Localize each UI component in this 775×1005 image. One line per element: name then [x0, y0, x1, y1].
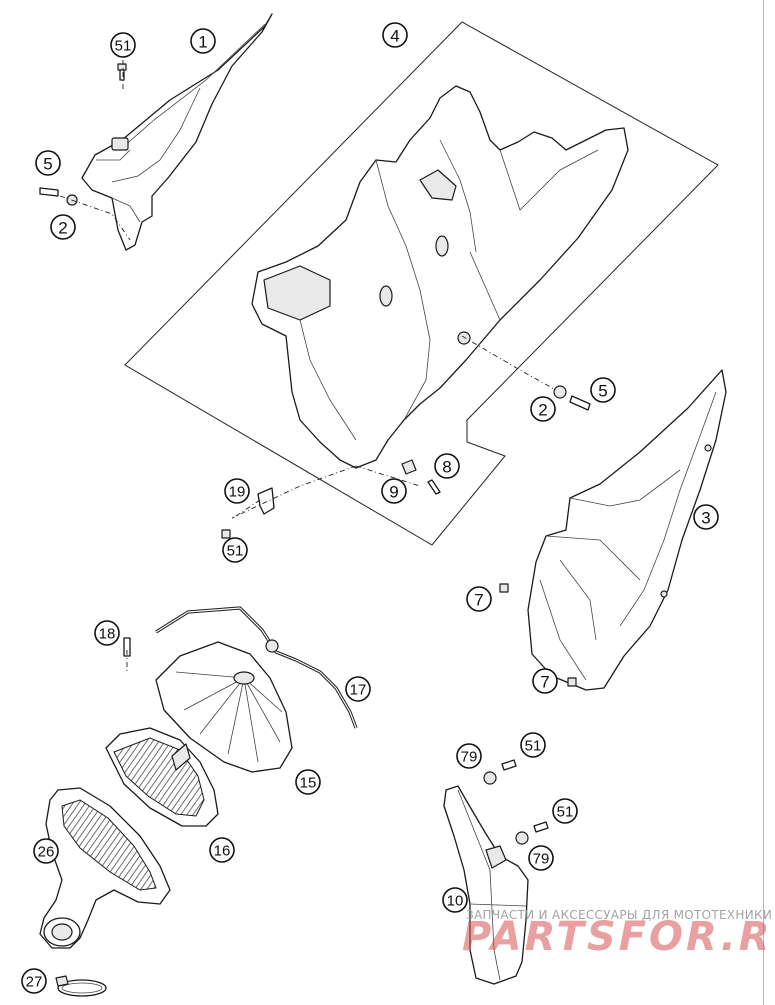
- svg-text:8: 8: [442, 458, 451, 477]
- watermark-caption: ЗАПЧАСТИ И АКСЕССУАРЫ ДЛЯ МОТОТЕХНИКИ: [466, 908, 773, 922]
- leader-lines: [59, 60, 557, 674]
- callout-16[interactable]: 16: [209, 837, 235, 863]
- callout-8[interactable]: 8: [434, 453, 460, 479]
- svg-text:26: 26: [38, 844, 55, 861]
- part-filter-cage[interactable]: [105, 727, 219, 827]
- callout-51-lower-right[interactable]: 51: [552, 798, 578, 824]
- callout-5-top[interactable]: 5: [35, 150, 61, 176]
- svg-text:16: 16: [214, 843, 231, 860]
- svg-text:51: 51: [525, 738, 542, 755]
- part-filter-holder[interactable]: [155, 606, 358, 729]
- svg-text:9: 9: [389, 483, 398, 502]
- part-air-filter[interactable]: [155, 641, 293, 773]
- watermark-logo: PARTSFOR.RU: [462, 914, 775, 960]
- callout-2-mid[interactable]: 2: [530, 396, 556, 422]
- callout-27[interactable]: 27: [21, 968, 47, 994]
- hardware-screws: [39, 63, 591, 845]
- callout-2-top[interactable]: 2: [50, 214, 76, 240]
- callout-9[interactable]: 9: [381, 478, 407, 504]
- part-airbox[interactable]: [251, 85, 629, 469]
- callout-51-upper-right[interactable]: 51: [520, 732, 546, 758]
- part-left-side-panel[interactable]: [81, 13, 273, 251]
- svg-text:10: 10: [447, 893, 464, 910]
- callout-7-upper[interactable]: 7: [466, 586, 492, 612]
- callout-10[interactable]: 10: [442, 887, 468, 913]
- callouts: 1 51 5 2 4 5 2 8: [21, 22, 719, 994]
- svg-text:27: 27: [26, 974, 43, 991]
- svg-text:2: 2: [538, 401, 547, 420]
- callout-4[interactable]: 4: [382, 22, 408, 48]
- svg-text:5: 5: [43, 155, 52, 174]
- svg-text:7: 7: [474, 591, 483, 610]
- svg-text:18: 18: [99, 626, 116, 643]
- svg-text:51: 51: [227, 543, 244, 560]
- svg-text:2: 2: [58, 219, 67, 238]
- svg-text:15: 15: [300, 775, 317, 792]
- callout-17[interactable]: 17: [345, 676, 371, 702]
- svg-text:51: 51: [115, 38, 132, 55]
- callout-3[interactable]: 3: [693, 504, 719, 530]
- part-intake-boot[interactable]: [39, 787, 171, 949]
- callout-15[interactable]: 15: [295, 769, 321, 795]
- svg-text:4: 4: [390, 27, 399, 46]
- callout-1[interactable]: 1: [190, 28, 216, 54]
- part-hose-clamp[interactable]: [55, 975, 107, 997]
- part-right-side-panel[interactable]: [527, 369, 727, 691]
- svg-text:7: 7: [540, 673, 549, 692]
- airbox-assembly-frame: [124, 21, 719, 546]
- svg-text:1: 1: [198, 33, 207, 52]
- svg-text:19: 19: [229, 484, 246, 501]
- svg-text:51: 51: [557, 804, 574, 821]
- callout-26[interactable]: 26: [33, 838, 59, 864]
- callout-51-top[interactable]: 51: [110, 32, 136, 58]
- svg-text:5: 5: [598, 382, 607, 401]
- callout-51-left[interactable]: 51: [222, 537, 248, 563]
- page-edge-rule: [763, 0, 764, 1005]
- callout-19[interactable]: 19: [224, 478, 250, 504]
- callout-7-lower[interactable]: 7: [532, 668, 558, 694]
- svg-text:3: 3: [701, 509, 710, 528]
- callout-79-upper[interactable]: 79: [456, 743, 482, 769]
- svg-text:79: 79: [461, 749, 478, 766]
- svg-text:79: 79: [533, 851, 550, 868]
- part-intake-duct[interactable]: [443, 785, 529, 985]
- callout-5-mid[interactable]: 5: [590, 377, 616, 403]
- callout-79-lower[interactable]: 79: [528, 845, 554, 871]
- svg-text:17: 17: [350, 682, 367, 699]
- callout-18[interactable]: 18: [94, 620, 120, 646]
